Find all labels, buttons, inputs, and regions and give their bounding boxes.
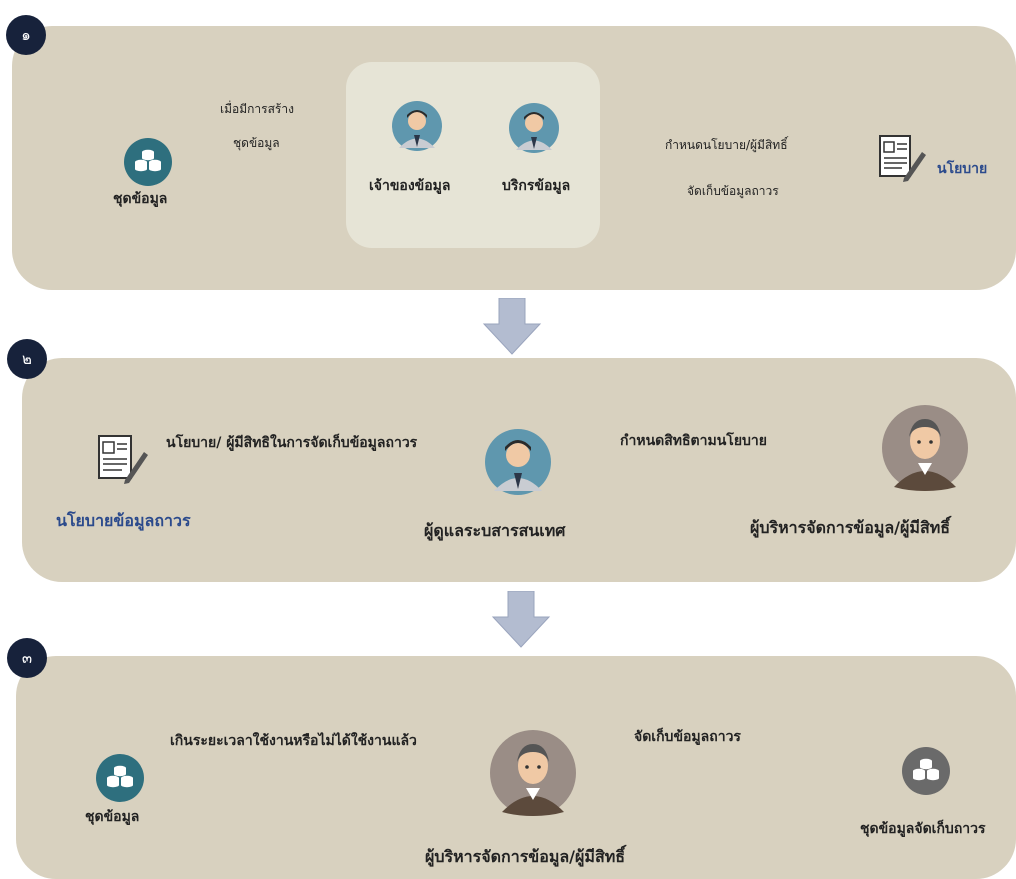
person-icon <box>485 429 551 499</box>
set-policy-label: กำหนดนโยบาย/ผู้มีสิทธิ์ <box>665 138 788 152</box>
dataset-label: ชุดข้อมูล <box>113 191 168 207</box>
archive-database-icon <box>902 747 950 799</box>
person-icon <box>509 103 559 157</box>
manager-icon <box>490 730 576 820</box>
policy-document-icon <box>878 134 926 188</box>
data-manager-label: ผู้บริหารจัดการข้อมูล/ผู้มีสิทธิ์ <box>425 847 626 866</box>
database-icon <box>124 138 172 190</box>
person-icon <box>392 101 442 155</box>
data-manager-label: ผู้บริหารจัดการข้อมูล/ผู้มีสิทธิ์ <box>750 518 951 537</box>
archived-dataset-label: ชุดข้อมูลจัดเก็บถาวร <box>860 821 986 837</box>
permanent-policy-label: นโยบายข้อมูลถาวร <box>56 511 191 530</box>
policy-label: นโยบาย <box>937 161 988 177</box>
permanent-storage-label: จัดเก็บข้อมูลถาวร <box>634 729 741 745</box>
down-arrow-icon <box>482 297 542 360</box>
permanent-storage-label: จัดเก็บข้อมูลถาวร <box>687 184 779 198</box>
data-owner-label: เจ้าของข้อมูล <box>369 178 451 194</box>
step-3-badge: ๓ <box>7 638 47 678</box>
expired-usage-label: เกินระยะเวลาใช้งานหรือไม่ได้ใช้งานแล้ว <box>170 733 417 749</box>
create-dataset-label-line2: ชุดข้อมูล <box>233 136 280 150</box>
step-2-badge: ๒ <box>7 339 47 379</box>
down-arrow-icon <box>491 590 551 653</box>
create-dataset-label-line1: เมื่อมีการสร้าง <box>220 102 294 116</box>
assign-rights-label: กำหนดสิทธิตามนโยบาย <box>620 433 767 449</box>
data-steward-label: บริกรข้อมูล <box>502 178 571 194</box>
data-roles-box <box>346 62 600 248</box>
policy-document-icon <box>97 434 149 490</box>
policy-rights-label: นโยบาย/ ผู้มีสิทธิในการจัดเก็บข้อมูลถาวร <box>166 435 418 451</box>
database-icon <box>96 754 144 806</box>
it-administrator-label: ผู้ดูแลระบสารสนเทศ <box>424 521 566 540</box>
step-1-badge: ๑ <box>6 15 46 55</box>
dataset-label: ชุดข้อมูล <box>85 809 140 825</box>
manager-icon <box>882 405 968 495</box>
